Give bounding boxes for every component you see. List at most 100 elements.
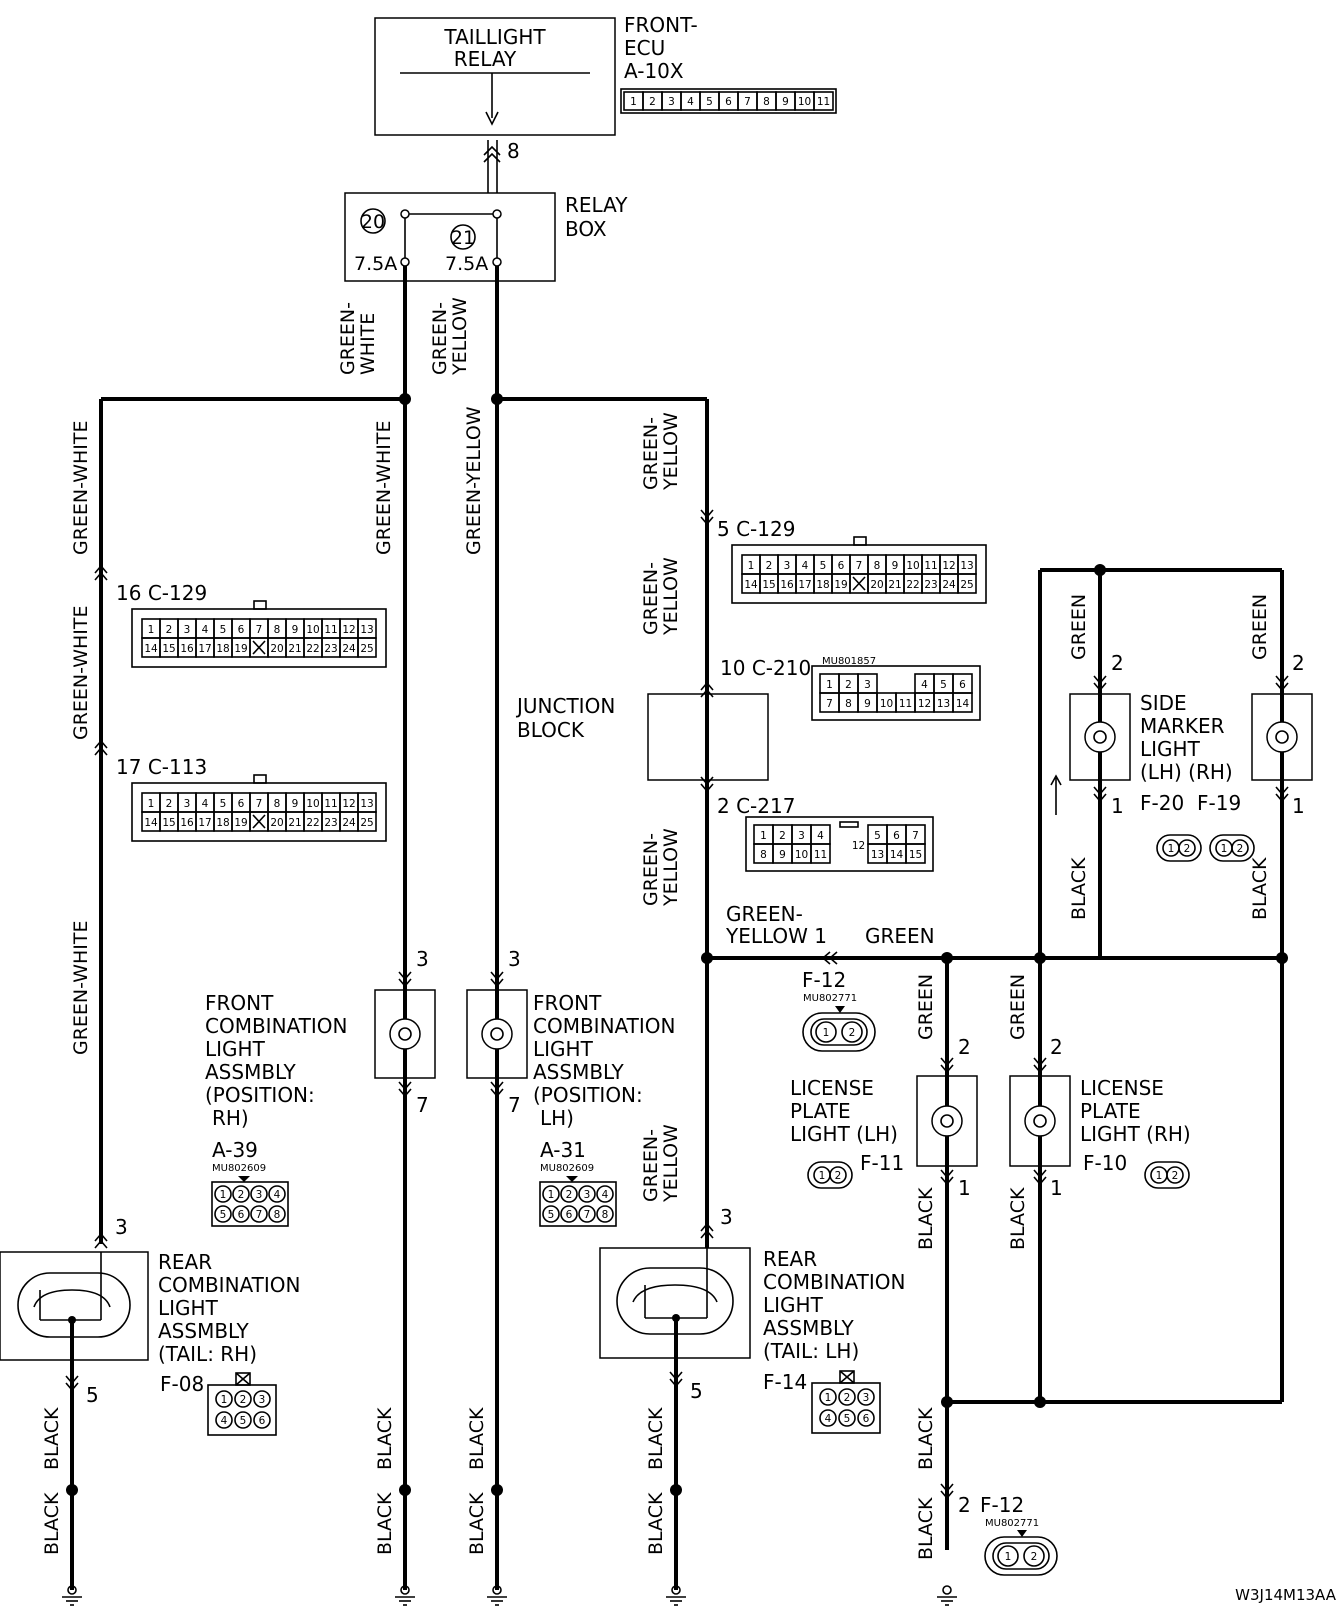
f12-mid-connector: 1 2 xyxy=(802,1006,876,1052)
svg-text:2: 2 xyxy=(1031,1551,1038,1563)
rear-rh-label-4: ASSMBLY xyxy=(158,1319,250,1343)
f10-conn-pin: 1 xyxy=(1156,1170,1163,1182)
c129-right-pin: 25 xyxy=(960,579,973,591)
rear-lh-pin-out: 5 xyxy=(690,1379,703,1403)
c113-left-pin: 23 xyxy=(324,817,337,829)
c129-left-pin: 23 xyxy=(324,643,337,655)
fuse-21-rating: 7.5A xyxy=(445,253,488,275)
wire-label-green-yellow-6a: GREEN- xyxy=(640,1129,662,1202)
wire-label-green-yellow-1a: GREEN- xyxy=(429,302,451,375)
front-lh-label-3: LIGHT xyxy=(533,1037,594,1061)
ground-symbols xyxy=(62,1585,957,1606)
c217-pin: 14 xyxy=(890,849,904,861)
c129-right-pin: 17 xyxy=(798,579,811,591)
c129-right-pin: 15 xyxy=(762,579,775,591)
c210-pin: 6 xyxy=(959,679,966,691)
c129-left-pin: 21 xyxy=(288,643,301,655)
a39-conn-pin: 8 xyxy=(274,1209,281,1221)
relay-box xyxy=(344,192,556,282)
c217-pin: 4 xyxy=(817,830,824,842)
c129-left-pin: 22 xyxy=(306,643,319,655)
license-rh-pin-top: 2 xyxy=(1050,1035,1063,1059)
rear-rh-pin-out: 5 xyxy=(86,1383,99,1407)
c129-right-pin: 19 xyxy=(834,579,847,591)
svg-text:1: 1 xyxy=(1005,1551,1012,1563)
c129-right-pin: 4 xyxy=(802,560,809,572)
side-marker-rh-bulb-icon xyxy=(1266,721,1298,753)
c129-left-pin: 8 xyxy=(274,624,281,636)
wire-label-green-white-3: GREEN-WHITE xyxy=(70,420,92,555)
wire-label-green-white-1a: GREEN- xyxy=(337,302,359,375)
c113-left-label: 17 C-113 xyxy=(116,755,207,779)
wire-label-black-4a: BLACK xyxy=(645,1407,667,1470)
front-combo-lh-bulb-icon xyxy=(481,1018,513,1050)
license-lh-pin-top: 2 xyxy=(958,1035,971,1059)
c113-left-pin: 20 xyxy=(270,817,283,829)
ecu-pin: 11 xyxy=(817,96,830,108)
c210-pin: 10 xyxy=(880,698,893,710)
side-marker-lh-bulb-icon xyxy=(1084,721,1116,753)
c129-right-pin: 14 xyxy=(744,579,758,591)
ecu-pin: 6 xyxy=(725,96,732,108)
relay-box-label-2: BOX xyxy=(565,217,607,241)
a31-conn-pin: 6 xyxy=(566,1209,573,1221)
c217-pin: 1 xyxy=(760,830,767,842)
fuse-21-number: 21 xyxy=(451,227,475,249)
c113-left-pin: 25 xyxy=(360,817,373,829)
c113-left-pin: 12 xyxy=(342,798,355,810)
c217-pin: 10 xyxy=(795,849,808,861)
c113-left-pin: 17 xyxy=(198,817,211,829)
front-ecu-code: A-10X xyxy=(624,59,684,83)
a31-conn-pin: 4 xyxy=(602,1189,609,1201)
a39-conn-pin: 3 xyxy=(256,1189,263,1201)
fuse-20-badge xyxy=(360,208,386,234)
wire-label-green-yellow-1b: YELLOW xyxy=(449,297,471,376)
c217-pin: 8 xyxy=(760,849,767,861)
license-rh-label-1: LICENSE xyxy=(1080,1076,1164,1100)
c210-pin: 9 xyxy=(864,698,871,710)
c217-pin: 13 xyxy=(871,849,884,861)
c210-label: 10 C-210 xyxy=(720,656,811,680)
rear-rh-label-1: REAR xyxy=(158,1250,212,1274)
wire-label-green-bus: GREEN xyxy=(865,924,935,948)
front-lh-label-6: LH) xyxy=(540,1106,574,1130)
c129-right-pin: 21 xyxy=(888,579,901,591)
c129-left-pin: 24 xyxy=(342,643,356,655)
c129-right-pin: 23 xyxy=(924,579,937,591)
c129-left-pin: 7 xyxy=(256,624,263,636)
a31-conn-pin: 5 xyxy=(548,1209,555,1221)
a31-conn-pin: 3 xyxy=(584,1189,591,1201)
c129-right-pin: 13 xyxy=(960,560,973,572)
f14-conn-pin: 1 xyxy=(825,1392,832,1404)
a39-conn-pin: 7 xyxy=(256,1209,263,1221)
c129-left-pin: 4 xyxy=(202,624,209,636)
f12-mid-label: F-12 xyxy=(802,968,846,992)
c129-right-pin: 3 xyxy=(784,560,791,572)
f12-bottom-part: MU802771 xyxy=(985,1518,1039,1529)
front-lh-label-1: FRONT xyxy=(533,991,602,1015)
wire-label-black-right-2: BLACK xyxy=(915,1497,937,1560)
junction-block-label-1: JUNCTION xyxy=(515,694,615,718)
green-yellow-junction-2: YELLOW 1 xyxy=(725,924,827,948)
diagram-code: W3J14M13AA xyxy=(1235,1586,1337,1604)
c129-right-label: 5 C-129 xyxy=(717,517,795,541)
f08-conn-pin: 3 xyxy=(259,1394,266,1406)
wire-label-black-3a: BLACK xyxy=(466,1407,488,1470)
c129-right-pin: 7 xyxy=(856,560,863,572)
green-yellow-junction-1: GREEN- xyxy=(726,902,803,926)
svg-text:2: 2 xyxy=(849,1027,856,1039)
a39-part: MU802609 xyxy=(212,1163,266,1174)
a39-label: A-39 xyxy=(212,1138,258,1162)
c210-pin: 12 xyxy=(918,698,931,710)
f20-conn-pin: 2 xyxy=(1184,843,1191,855)
c210-pin: 4 xyxy=(921,679,928,691)
c113-left-pin: 2 xyxy=(166,798,173,810)
c129-left-pin: 6 xyxy=(238,624,245,636)
front-lh-label-4: ASSMBLY xyxy=(533,1060,625,1084)
